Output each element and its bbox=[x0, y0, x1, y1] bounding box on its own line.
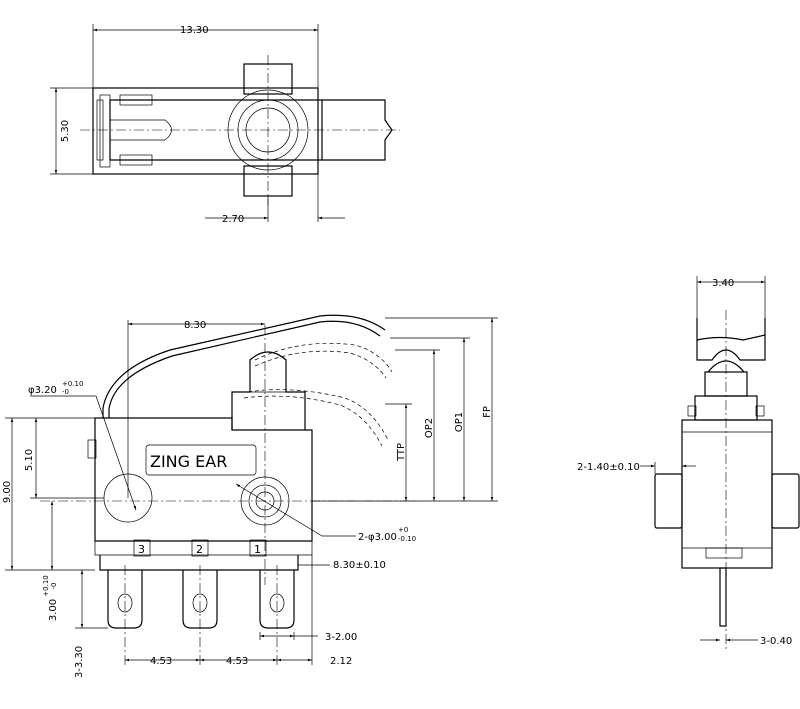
lever-pos-op2b bbox=[254, 350, 387, 379]
dim-label-pitch-2: 4.53 bbox=[226, 656, 248, 667]
dim-label-terminal-h-tol: +0.10 bbox=[42, 575, 50, 596]
pin-label-3: 3 bbox=[138, 543, 145, 556]
dim-label-fp: FP bbox=[482, 406, 493, 418]
dim-label-height-a: 5.10 bbox=[24, 449, 35, 471]
dim-label-terminal-h: 3.00 bbox=[48, 599, 59, 621]
front-lever-inner bbox=[108, 320, 381, 418]
dim-label-end-bottom: 3-0.40 bbox=[760, 636, 792, 647]
dim-label-terminal-spacing: 3-3.30 bbox=[74, 646, 85, 678]
end-boss-left bbox=[654, 473, 683, 529]
front-lever bbox=[102, 314, 386, 418]
end-view: 3.40 2-1.40±0.10 3-0.40 bbox=[577, 276, 800, 650]
dim-label-op1: OP1 bbox=[454, 412, 465, 432]
dim-label-edge: 2.12 bbox=[330, 656, 352, 667]
brand-plate bbox=[145, 444, 257, 476]
leader-hole-large bbox=[235, 483, 323, 537]
dim-label-lever: 8.30 bbox=[184, 320, 206, 331]
end-lever-top bbox=[696, 318, 766, 341]
dim-label-hole-pitch: 8.30±0.10 bbox=[333, 560, 386, 571]
dim-label-terminal-h-tol2: -0 bbox=[50, 583, 58, 590]
dim-label-ttp: TTP bbox=[396, 443, 407, 462]
top-latch bbox=[99, 94, 111, 168]
front-side-tab bbox=[87, 439, 97, 459]
dim-label-hole-large-tol: +0 bbox=[398, 526, 408, 534]
pin-box-2 bbox=[191, 539, 209, 557]
dim-label-hole-large: 2-φ3.00 bbox=[358, 532, 397, 543]
top-lever-clip bbox=[119, 94, 153, 106]
brand-name: ZING EAR bbox=[150, 452, 227, 471]
pin-box-3 bbox=[133, 539, 151, 557]
end-terminal bbox=[719, 567, 727, 627]
end-boss-right bbox=[771, 473, 800, 529]
dim-label-terminal-width: 3-2.00 bbox=[325, 632, 357, 643]
dim-label-op2: OP2 bbox=[424, 418, 435, 438]
pin-label-1: 1 bbox=[254, 543, 261, 556]
end-slot bbox=[705, 547, 743, 559]
dim-label-end-side: 2-1.40±0.10 bbox=[577, 462, 640, 473]
top-lever bbox=[109, 99, 393, 161]
dim-label-height: 5.30 bbox=[60, 120, 71, 142]
front-base bbox=[94, 541, 313, 556]
terminal-strip bbox=[99, 555, 299, 571]
dim-label-offset: 2.70 bbox=[222, 214, 244, 225]
end-tab-right bbox=[755, 405, 765, 417]
dim-label-end-top: 3.40 bbox=[712, 278, 734, 289]
end-tab-left bbox=[687, 405, 697, 417]
dim-label-hole-small-tol: +0.10 bbox=[62, 380, 83, 388]
dim-label-hole-small: φ3.20 bbox=[28, 385, 57, 396]
front-view: ZING EAR 3 2 1 8 bbox=[2, 314, 498, 678]
pin-label-2: 2 bbox=[196, 543, 203, 556]
dim-label-height-b: 9.00 bbox=[2, 481, 13, 503]
front-body bbox=[94, 417, 313, 542]
dim-label-width: 13.30 bbox=[180, 25, 209, 36]
top-lever-clip-2 bbox=[119, 154, 153, 166]
top-body bbox=[92, 87, 319, 175]
end-body bbox=[681, 419, 773, 569]
dim-label-hole-large-tol2: -0.10 bbox=[398, 535, 416, 543]
lever-pos-ttpb bbox=[243, 395, 383, 447]
pin-box-1 bbox=[249, 539, 267, 557]
dim-label-pitch-1: 4.53 bbox=[150, 656, 172, 667]
front-actuator bbox=[231, 351, 306, 430]
lever-pos-ttp bbox=[247, 389, 389, 441]
dim-label-hole-small-tol2: -0 bbox=[62, 388, 69, 396]
leader-hole-small bbox=[95, 395, 137, 511]
top-view: 13.30 5.30 2.70 bbox=[50, 24, 400, 225]
lever-pos-op2 bbox=[254, 342, 393, 373]
